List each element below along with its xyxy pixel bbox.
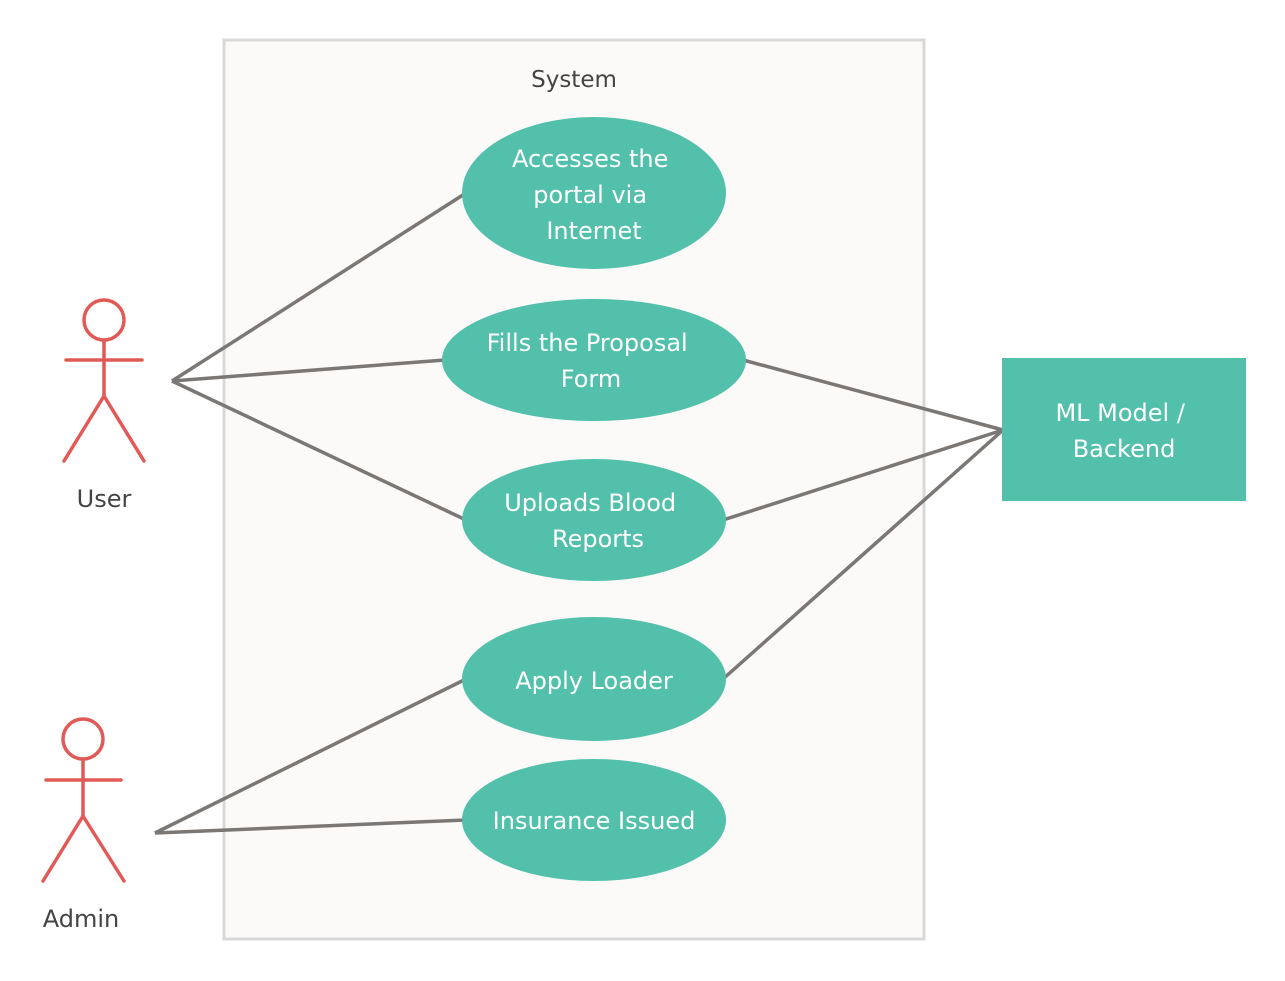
external-system-box	[1002, 358, 1246, 501]
use-case-label-line: Uploads Blood	[504, 489, 676, 517]
use-case-accesses-portal: Accesses the portal via Internet	[462, 117, 726, 269]
external-system-label-line: Backend	[1073, 435, 1176, 463]
use-case-label: Insurance Issued	[493, 807, 696, 835]
use-case-label-line: Form	[561, 365, 621, 393]
use-case-ellipse	[462, 759, 726, 881]
use-case-fills-proposal-form: Fills the Proposal Form	[442, 299, 746, 421]
connector-user-fills-form	[171, 358, 446, 383]
actor-left-leg	[62, 394, 106, 463]
actor-admin-label: Admin	[43, 905, 120, 933]
actor-head	[61, 717, 105, 761]
connector-admin-apply-loader	[154, 677, 467, 835]
stick-figure-icon	[41, 717, 126, 883]
use-case-uploads-blood-reports: Uploads Blood Reports	[462, 459, 726, 581]
use-case-label: Accesses the portal via Internet	[512, 145, 676, 245]
use-case-label: Fills the Proposal Form	[487, 329, 696, 393]
use-case-ellipse	[442, 299, 746, 421]
connector-user-uploads-reports	[171, 379, 467, 522]
external-system-label-line: ML Model /	[1055, 399, 1185, 427]
actor-right-leg	[102, 394, 146, 463]
use-case-ellipse	[462, 617, 726, 741]
connector-uploads-reports-ml-model	[722, 428, 1004, 522]
use-case-label-line: Fills the Proposal	[487, 329, 688, 357]
use-case-ellipse	[462, 459, 726, 581]
use-case-ellipse	[462, 117, 726, 269]
use-case-label: Apply Loader	[515, 667, 673, 695]
external-system-label: ML Model / Backend	[1055, 399, 1192, 463]
connector-apply-loader-ml-model	[721, 428, 1005, 681]
actor-user-label: User	[77, 485, 132, 513]
connector-admin-insurance-issued	[154, 818, 467, 835]
actor-user: User	[62, 298, 146, 513]
actor-admin: Admin	[41, 717, 126, 933]
use-case-label-line: Reports	[552, 525, 644, 553]
use-case-apply-loader: Apply Loader	[462, 617, 726, 741]
use-case-insurance-issued: Insurance Issued	[462, 759, 726, 881]
use-case-label-line: portal via	[533, 181, 647, 209]
use-case-label-line: Internet	[546, 217, 641, 245]
use-case-label-line: Insurance Issued	[493, 807, 696, 835]
stick-figure-icon	[62, 298, 146, 463]
actor-head	[82, 298, 126, 342]
actor-right-leg	[81, 814, 126, 883]
connector-fills-form-ml-model	[742, 358, 1004, 432]
use-case-label-line: Apply Loader	[515, 667, 673, 695]
connectors	[154, 191, 1005, 835]
use-case-label: Uploads Blood Reports	[504, 489, 684, 553]
use-case-label-line: Accesses the	[512, 145, 668, 173]
connector-user-accesses-portal	[171, 191, 467, 383]
actor-left-leg	[41, 814, 85, 883]
external-system-ml-model: ML Model / Backend	[1002, 358, 1246, 501]
system-boundary-label: System	[531, 67, 617, 93]
